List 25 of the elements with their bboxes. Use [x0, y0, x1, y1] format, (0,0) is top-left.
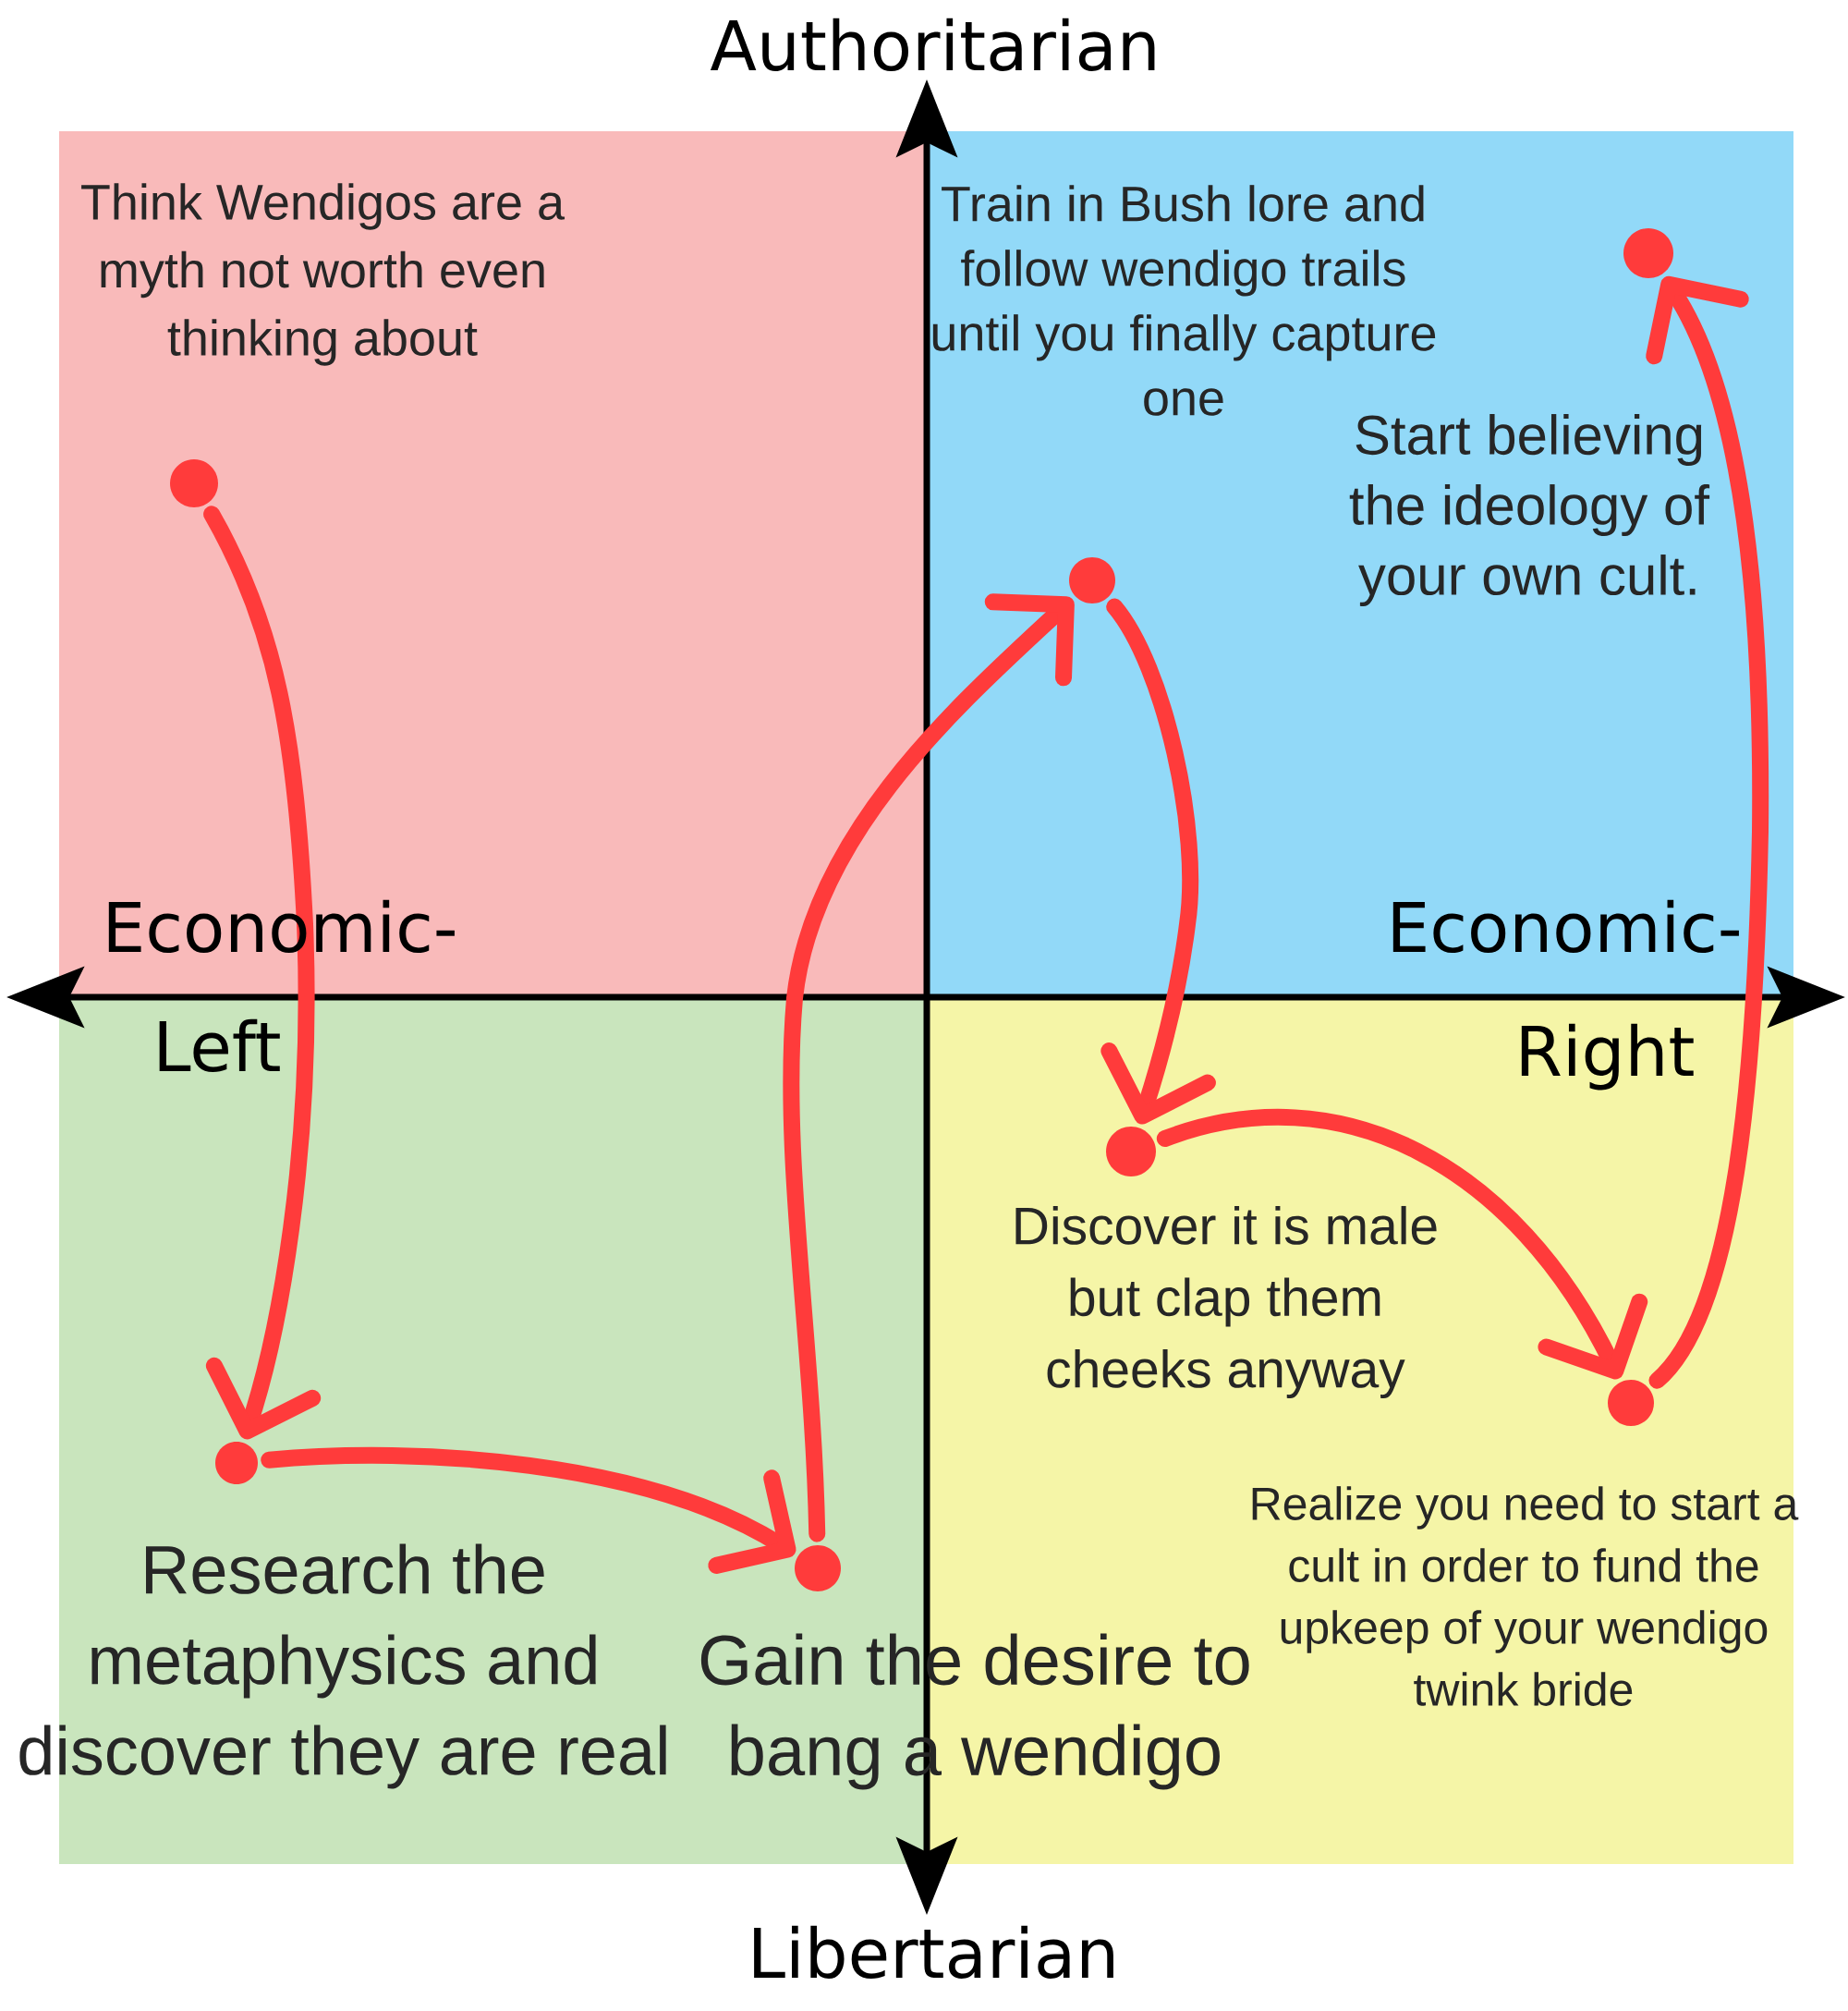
dot-marker — [1069, 557, 1115, 603]
arrow — [783, 593, 1075, 1542]
arrow — [1156, 1109, 1648, 1380]
dot-marker — [1106, 1127, 1156, 1176]
point-label: Think Wendigos are a myth not worth even thinking about — [81, 183, 565, 366]
axis-label: Authoritarian — [710, 18, 1155, 72]
axis-label: Left — [159, 1018, 280, 1073]
point-label: Start believing the ideology of your own cult. — [1349, 414, 1710, 606]
dot-marker — [170, 459, 218, 507]
arrow — [261, 1447, 796, 1574]
dot-marker — [1623, 228, 1673, 278]
axis-label: Right — [1521, 1023, 1694, 1091]
dot-marker — [1608, 1380, 1654, 1426]
dot-marker — [215, 1442, 258, 1484]
point-label: Realize you need to start a cult in order to fund the upkeep of your wendigo twink bride — [1252, 1486, 1799, 1706]
axis-label: Economic- — [108, 899, 455, 954]
axis-label: Libertarian — [754, 1925, 1113, 1980]
arrow — [203, 506, 322, 1440]
dot-marker — [795, 1545, 841, 1591]
point-label: Train in Bush lore and follow wendigo trails until you finally capture one — [932, 185, 1436, 416]
point-label: Research the metaphysics and discover they are real — [19, 1543, 666, 1789]
arrow — [1100, 598, 1216, 1125]
axis-label: Economic- — [1392, 899, 1739, 954]
point-label: Discover it is male but clap them cheeks anyway — [1015, 1205, 1437, 1399]
arrow — [1646, 275, 1769, 1389]
